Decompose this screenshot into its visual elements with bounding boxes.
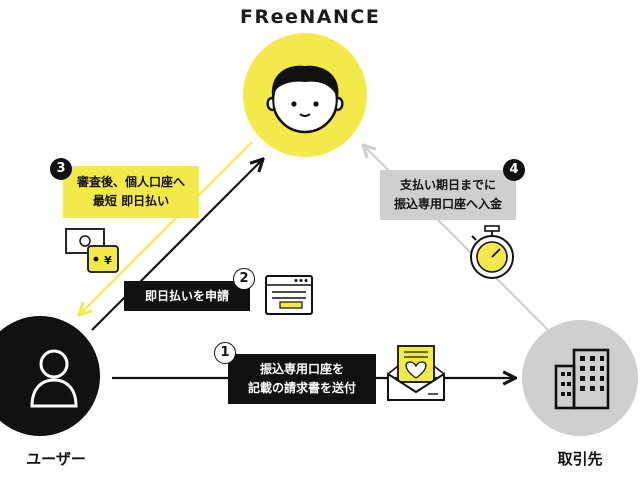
invoice-envelope-icon [387,345,445,401]
step-1-label: 振込専用口座を 記載の請求書を送付 [228,354,376,404]
arrow-user-to-freenance [91,160,262,331]
step-1-line-2: 記載の請求書を送付 [247,381,356,395]
step-4-line-2: 振込専用口座へ入金 [393,197,502,211]
step-1-badge: 1 [214,342,236,364]
step-4-line-1: 支払い期日までに [399,178,496,192]
client-label: 取引先 [557,450,603,468]
step-3-badge: 3 [50,158,72,180]
application-form-icon [265,275,313,315]
step-3-line-1: 審査後、個人口座へ [76,175,185,189]
step-3-line-2: 最短 即日払い [92,194,170,208]
stopwatch-icon [470,225,514,279]
svg-text:¥: ¥ [104,254,112,267]
step-2-label: 即日払いを申請 [124,281,250,311]
step-4-badge: 4 [503,159,525,181]
step-2-badge: 2 [233,268,255,290]
step-4-label: 支払い期日までに 振込専用口座へ入金 [380,170,516,220]
step-2-line-1: 即日払いを申請 [144,288,229,303]
cash-wallet-icon: ¥ [65,228,119,273]
step-1-line-1: 振込専用口座を [259,362,344,376]
freenance-logo: FReeNANCE [240,6,381,28]
building-icon [522,320,638,436]
user-silhouette-icon [0,316,100,436]
arrow-freenance-to-user [80,141,253,314]
user-label: ユーザー [26,450,86,468]
freenance-face-icon [243,33,367,157]
step-3-label: 審査後、個人口座へ 最短 即日払い [63,166,199,218]
